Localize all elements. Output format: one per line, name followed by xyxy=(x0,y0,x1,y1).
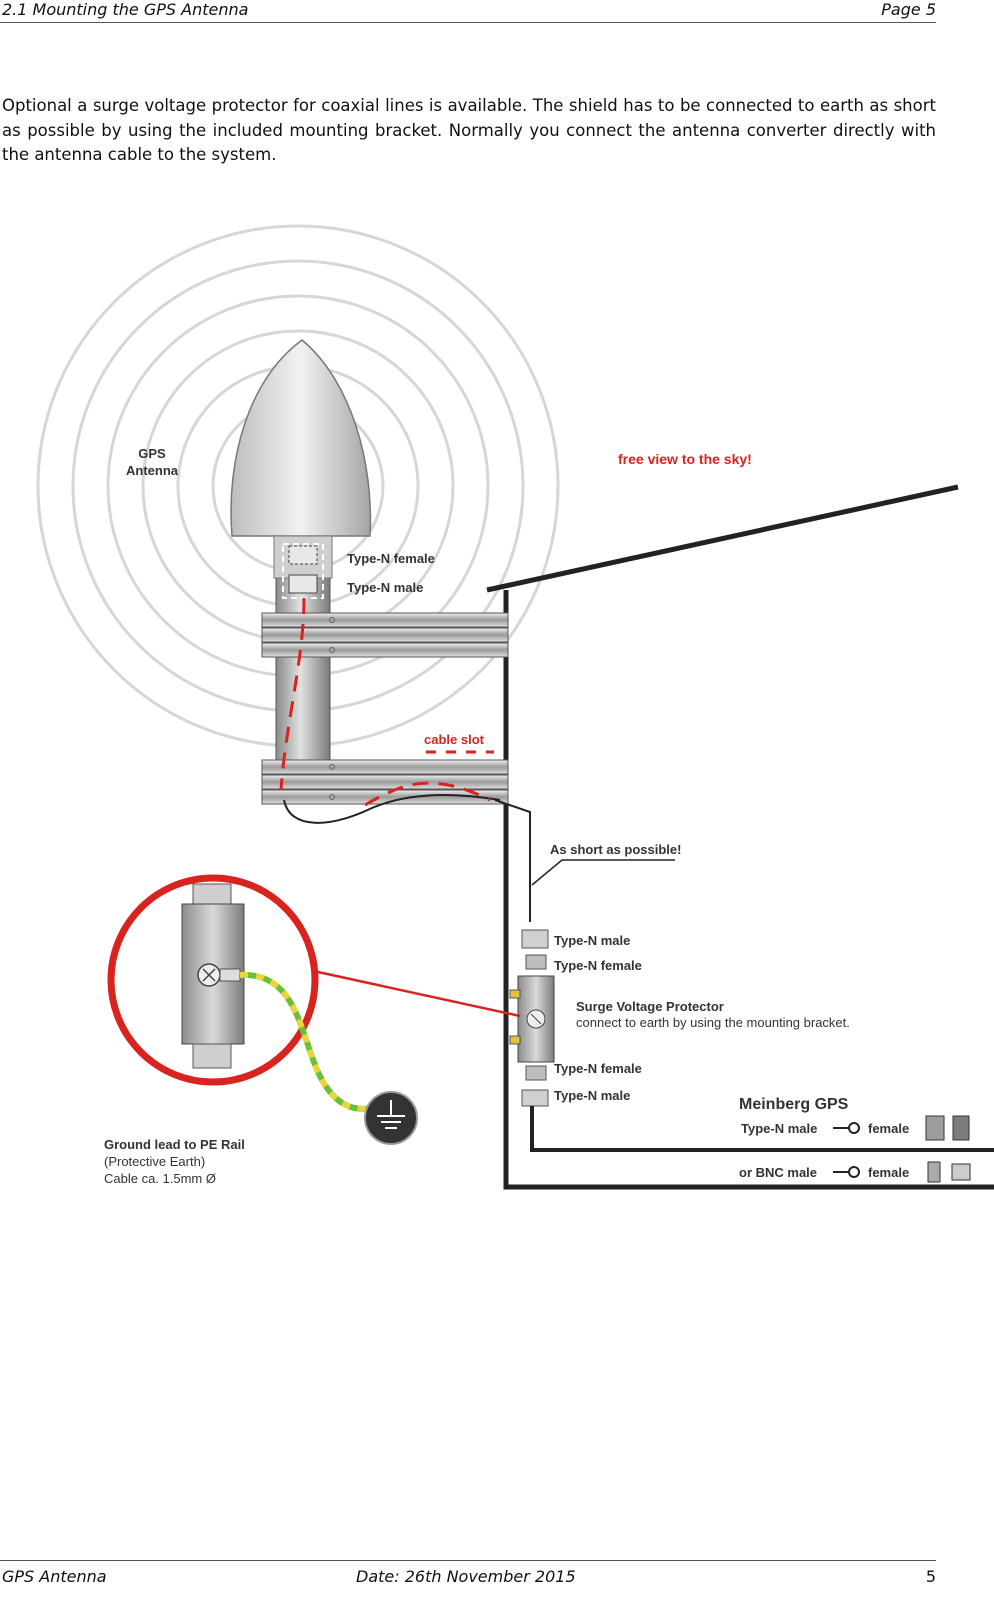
intro-paragraph: Optional a surge voltage protector for c… xyxy=(2,96,936,164)
mounting-bracket-top xyxy=(261,612,509,658)
footer-date: Date: 26th November 2015 xyxy=(356,1567,576,1586)
type-n-male-connector xyxy=(288,574,318,594)
surge-protector-title: Surge Voltage Protector xyxy=(576,999,724,1014)
cable-to-meinberg xyxy=(530,1106,994,1152)
protector-type-n-female-top: Type-N female xyxy=(554,958,642,973)
surge-voltage-protector xyxy=(509,929,555,1107)
page-footer: GPS Antenna Date: 26th November 2015 5 xyxy=(0,1560,936,1591)
surge-protector-subtitle: connect to earth by using the mounting b… xyxy=(576,1015,850,1030)
meinberg-type-n-female-label: female xyxy=(868,1121,909,1136)
protector-type-n-male-bottom: Type-N male xyxy=(554,1088,630,1103)
cable-to-protector xyxy=(494,799,531,922)
roof-line xyxy=(486,484,959,593)
meinberg-title: Meinberg GPS xyxy=(739,1096,849,1113)
mounting-bracket-bottom xyxy=(261,759,509,805)
footer-title: GPS Antenna xyxy=(2,1567,107,1586)
header-page-number: Page 5 xyxy=(881,0,936,19)
protector-type-n-male-top: Type-N male xyxy=(554,933,630,948)
cable-slot-label: cable slot xyxy=(424,732,485,747)
gps-antenna-label-2: Antenna xyxy=(126,463,179,478)
meinberg-connector-icons xyxy=(833,1115,971,1183)
footer-page-number: 5 xyxy=(925,1567,936,1586)
as-short-pointer xyxy=(531,859,675,886)
meinberg-type-n-male-label: Type-N male xyxy=(741,1121,817,1136)
ground-lead-subtitle: (Protective Earth) xyxy=(104,1154,205,1169)
ground-lead-cable: Cable ca. 1.5mm Ø xyxy=(104,1171,216,1186)
ground-lead-title: Ground lead to PE Rail xyxy=(104,1137,245,1152)
antenna-type-n-female-label: Type-N female xyxy=(347,551,435,566)
meinberg-bnc-female-label: female xyxy=(868,1165,909,1180)
as-short-label: As short as possible! xyxy=(550,842,681,857)
section-title: 2.1 Mounting the GPS Antenna xyxy=(2,0,249,19)
dashed-cable-route xyxy=(279,597,491,807)
type-n-female-connector xyxy=(288,545,318,565)
meinberg-bnc-male-label: or BNC male xyxy=(739,1165,817,1180)
earth-symbol-icon xyxy=(364,1091,418,1145)
protector-type-n-female-bottom: Type-N female xyxy=(554,1061,642,1076)
antenna-type-n-male-label: Type-N male xyxy=(347,580,423,595)
sky-note: free view to the sky! xyxy=(618,451,752,467)
gps-antenna-label-1: GPS xyxy=(138,446,166,461)
antenna-cable xyxy=(283,793,501,824)
gps-antenna-dome xyxy=(230,339,372,537)
protector-detail xyxy=(181,883,245,1069)
zoom-connector-line xyxy=(317,970,521,1018)
page-header: 2.1 Mounting the GPS Antenna Page 5 xyxy=(0,0,936,23)
